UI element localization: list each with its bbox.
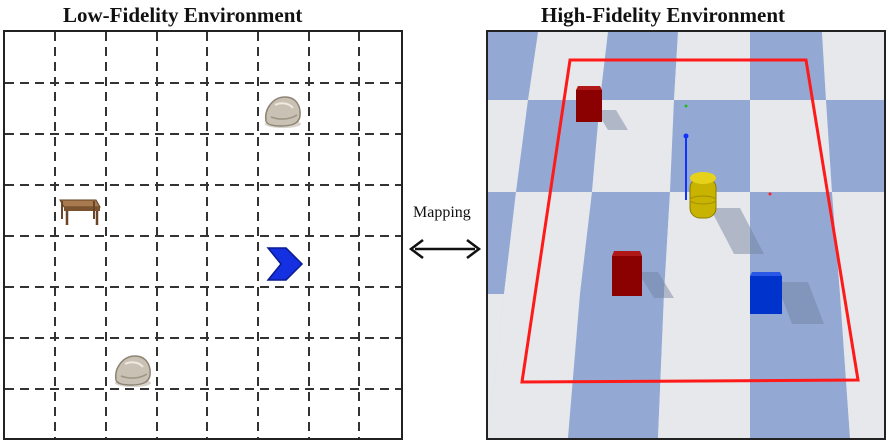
low-fidelity-title: Low-Fidelity Environment — [63, 3, 303, 27]
yellow-robot — [689, 172, 717, 219]
high-fidelity-title: High-Fidelity Environment — [541, 3, 786, 27]
blue-box — [750, 272, 782, 314]
double-arrow-icon — [408, 239, 482, 259]
table-icon — [59, 199, 101, 225]
low-fidelity-panel — [3, 30, 403, 440]
mapping-label: Mapping — [413, 204, 471, 221]
agent-arrow-icon — [266, 247, 304, 281]
high-fidelity-panel — [486, 30, 886, 440]
object-shadows — [596, 110, 824, 324]
checkerboard-floor — [488, 32, 884, 438]
simulation-view — [488, 32, 884, 438]
boundary-rectangle — [520, 58, 860, 384]
red-box — [576, 86, 602, 122]
grid-world — [5, 32, 401, 438]
rock-icon — [265, 96, 301, 128]
origin-axes — [683, 104, 772, 200]
red-box — [612, 251, 642, 296]
rock-icon — [115, 355, 151, 387]
grid-lines — [5, 32, 401, 438]
